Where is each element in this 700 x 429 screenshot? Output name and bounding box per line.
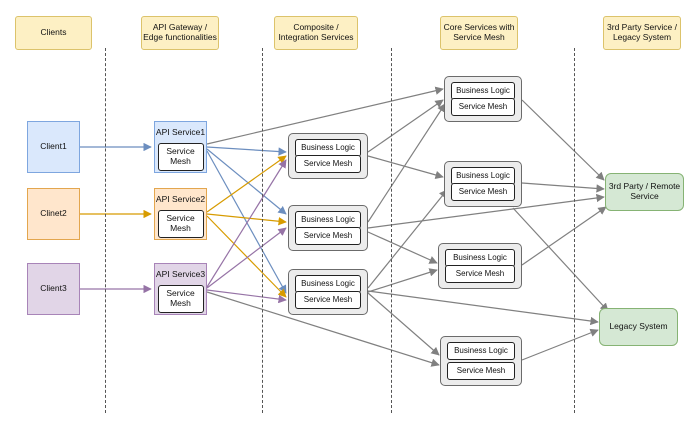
api-service2-mesh: Service Mesh bbox=[157, 209, 204, 238]
edge-comp2-core1 bbox=[367, 103, 446, 223]
core-service-2[interactable]: Business Logic Service Mesh bbox=[444, 161, 522, 207]
edge-api1-comp2 bbox=[206, 148, 287, 215]
header-core-services: Core Services with Service Mesh bbox=[440, 16, 518, 50]
edge-api3-comp1 bbox=[206, 159, 287, 288]
composite-service-3[interactable]: Business Logic Service Mesh bbox=[288, 269, 368, 315]
column-divider bbox=[105, 48, 106, 413]
client3-box[interactable]: Client3 bbox=[27, 263, 80, 315]
service-mesh-label: Service Mesh bbox=[295, 155, 361, 173]
header-composite: Composite / Integration Services bbox=[274, 16, 358, 50]
service-mesh-label: Service Mesh bbox=[451, 183, 515, 201]
legacy-system[interactable]: Legacy System bbox=[599, 308, 678, 346]
client2-box[interactable]: Clinet2 bbox=[27, 188, 80, 240]
api-service1-label: API Service1 bbox=[155, 127, 206, 137]
edge-core3-3rdparty bbox=[521, 206, 607, 266]
edge-api1-comp1 bbox=[206, 146, 287, 156]
edge-api3-core4 bbox=[206, 291, 440, 367]
api-service2-label: API Service2 bbox=[155, 194, 206, 204]
edge-comp3-core3 bbox=[367, 268, 438, 293]
edge-comp2-3rdparty bbox=[367, 193, 605, 229]
edge-api3-comp3 bbox=[206, 289, 287, 304]
service-mesh-label: Service Mesh bbox=[295, 291, 361, 309]
edge-comp1-core2 bbox=[367, 155, 444, 180]
service-mesh-label: Service Mesh bbox=[295, 227, 361, 245]
business-logic-label: Business Logic bbox=[451, 82, 515, 100]
edge-api1-core1 bbox=[206, 86, 444, 145]
composite-service-1[interactable]: Business Logic Service Mesh bbox=[288, 133, 368, 179]
api-service3[interactable]: API Service3 Service Mesh bbox=[154, 263, 207, 315]
api-service1[interactable]: API Service1 Service Mesh bbox=[154, 121, 207, 173]
service-mesh-label: Service Mesh bbox=[447, 362, 515, 380]
business-logic-label: Business Logic bbox=[445, 249, 515, 267]
edge-api3-comp2 bbox=[206, 227, 287, 289]
api-service3-label: API Service3 bbox=[155, 269, 206, 279]
core-service-1[interactable]: Business Logic Service Mesh bbox=[444, 76, 522, 122]
column-divider bbox=[574, 48, 575, 413]
business-logic-label: Business Logic bbox=[447, 342, 515, 360]
column-divider bbox=[262, 48, 263, 413]
service-mesh-label: Service Mesh bbox=[451, 98, 515, 116]
edge-api2-comp3 bbox=[206, 215, 287, 298]
edge-comp1-core1 bbox=[367, 99, 444, 153]
edge-comp3-legacy bbox=[367, 290, 599, 326]
core-service-4[interactable]: Business Logic Service Mesh bbox=[440, 336, 522, 386]
edge-core4-legacy bbox=[521, 328, 599, 361]
core-service-3[interactable]: Business Logic Service Mesh bbox=[438, 243, 522, 289]
service-mesh-label: Service Mesh bbox=[445, 265, 515, 283]
edge-api2-comp2 bbox=[206, 213, 287, 226]
edge-core1-3rdparty bbox=[521, 99, 605, 181]
api-service1-mesh: Service Mesh bbox=[157, 142, 204, 171]
edge-api2-comp1 bbox=[206, 155, 287, 213]
header-clients: Clients bbox=[15, 16, 92, 50]
edge-comp3-core2 bbox=[367, 189, 448, 289]
third-party-remote-service[interactable]: 3rd Party / Remote Service bbox=[605, 173, 684, 211]
header-api-gateway: API Gateway / Edge functionalities bbox=[141, 16, 219, 50]
edge-core2-3rdparty bbox=[521, 182, 605, 193]
composite-service-2[interactable]: Business Logic Service Mesh bbox=[288, 205, 368, 251]
edge-core2-legacy bbox=[512, 207, 609, 312]
edge-comp2-core3 bbox=[367, 231, 438, 264]
client1-box[interactable]: Client1 bbox=[27, 121, 80, 173]
edge-comp3-core4 bbox=[367, 292, 440, 356]
edge-api1-comp3 bbox=[206, 150, 287, 294]
api-service2[interactable]: API Service2 Service Mesh bbox=[154, 188, 207, 240]
header-third-party: 3rd Party Service / Legacy System bbox=[603, 16, 681, 50]
api-service3-mesh: Service Mesh bbox=[157, 284, 204, 313]
column-divider bbox=[391, 48, 392, 413]
